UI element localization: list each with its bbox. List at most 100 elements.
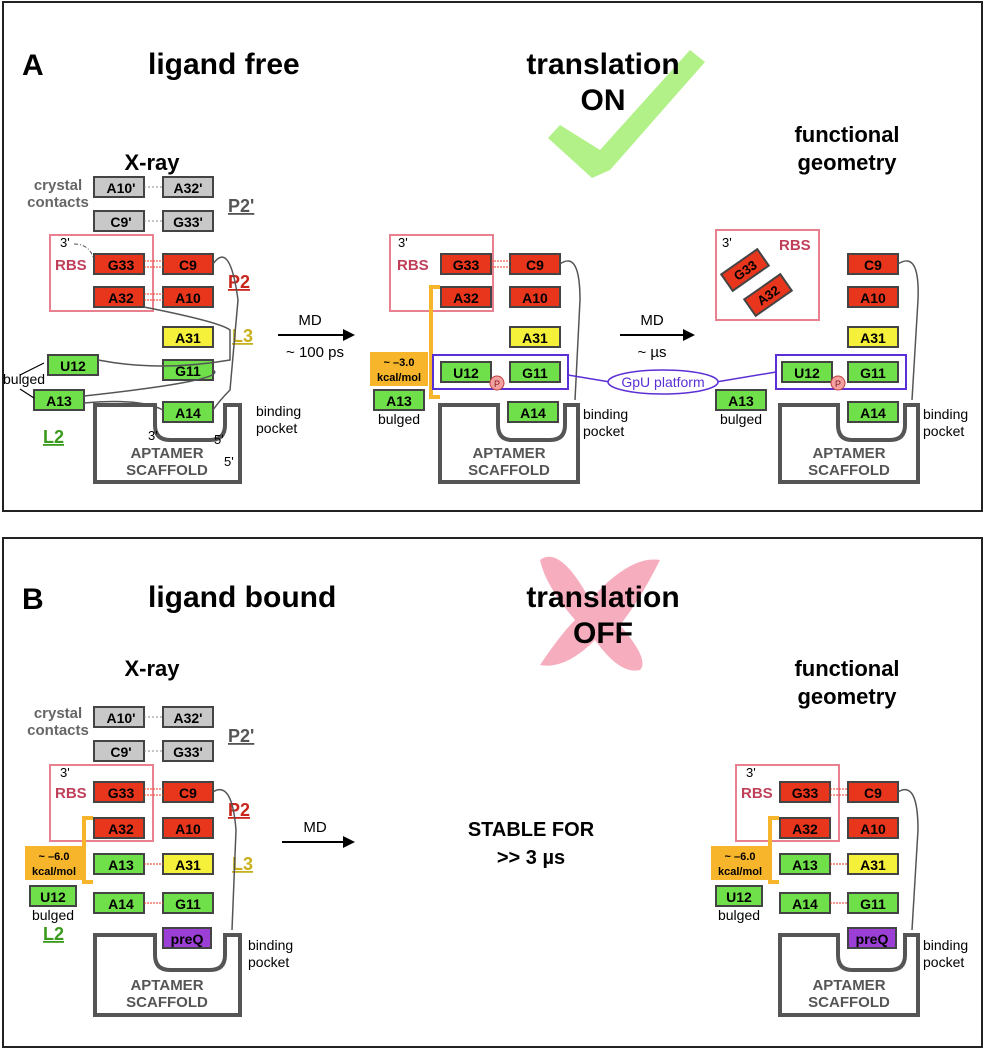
rbs-label-right: RBS bbox=[779, 237, 811, 254]
five-prime: 5' bbox=[214, 432, 224, 447]
nt-A10p: A10' bbox=[106, 180, 135, 196]
p2prime-label: P2' bbox=[228, 196, 254, 216]
gpu-platform-label: GpU platform bbox=[621, 374, 704, 390]
md-label-2: MD bbox=[640, 312, 663, 329]
nt-C9-right: C9 bbox=[864, 257, 882, 273]
nt-A13-mid: A13 bbox=[386, 393, 412, 409]
panel-b-state: OFF bbox=[573, 617, 633, 650]
nt-G11-b: G11 bbox=[175, 896, 201, 912]
rbs-label-b-right: RBS bbox=[741, 785, 773, 802]
energy-value-b: ~ –6.0 bbox=[39, 851, 70, 863]
nt-U12-mid: U12 bbox=[453, 365, 479, 381]
binding-mid: binding bbox=[583, 406, 628, 422]
nt-C9p: C9' bbox=[110, 214, 131, 230]
nt-U12-right: U12 bbox=[794, 365, 820, 381]
energy-unit: kcal/mol bbox=[377, 372, 421, 384]
energy-unit-b-right: kcal/mol bbox=[718, 866, 762, 878]
contacts-label: contacts bbox=[27, 194, 89, 211]
bulged-label-b: bulged bbox=[32, 907, 74, 923]
nt-A14-mid: A14 bbox=[520, 405, 546, 421]
nt-C9-b: C9 bbox=[179, 785, 197, 801]
nt-A32p: A32' bbox=[173, 180, 202, 196]
scaffold-label: SCAFFOLD bbox=[126, 462, 208, 479]
aptamer-b-right: APTAMER bbox=[812, 977, 885, 994]
panel-a-title: ligand free bbox=[148, 48, 300, 81]
panel-a: A ligand free translation ON X-ray funct… bbox=[2, 1, 983, 512]
md-time-label: ~ 100 ps bbox=[286, 344, 344, 361]
bulged-right: bulged bbox=[720, 411, 762, 427]
nt-U12-b-right: U12 bbox=[726, 889, 752, 905]
nt-G33-mid: G33 bbox=[453, 257, 480, 273]
three-prime-b: 3' bbox=[60, 765, 70, 780]
panel-b-frame bbox=[2, 537, 983, 1048]
rbs-label: RBS bbox=[55, 257, 87, 274]
cross-icon bbox=[540, 556, 660, 671]
md-label: MD bbox=[298, 312, 321, 329]
panel-b: B ligand bound translation OFF X-ray fun… bbox=[2, 537, 983, 1048]
geometry-label: geometry bbox=[797, 150, 897, 175]
nt-G33-b-right: G33 bbox=[792, 785, 819, 801]
pocket-label: pocket bbox=[256, 420, 297, 436]
panel-a-letter: A bbox=[22, 49, 44, 82]
nt-G33: G33 bbox=[108, 257, 135, 273]
phosphate-mid: P bbox=[494, 379, 500, 389]
nt-G11: G11 bbox=[175, 363, 201, 379]
aptamer-scaffold bbox=[93, 403, 242, 484]
p2-label: P2 bbox=[228, 272, 250, 292]
nt-G33p-b: G33' bbox=[173, 744, 203, 760]
rbs-box bbox=[49, 234, 154, 312]
pocket-b-right: pocket bbox=[923, 954, 964, 970]
energy-box bbox=[370, 352, 428, 386]
nt-C9p-b: C9' bbox=[110, 744, 131, 760]
functional-label: functional bbox=[794, 122, 899, 147]
binding-right: binding bbox=[923, 406, 968, 422]
nt-A13-b-right: A13 bbox=[792, 857, 818, 873]
rbs-label-mid: RBS bbox=[397, 257, 429, 274]
energy-box-b bbox=[25, 846, 83, 880]
binding-label: binding bbox=[256, 403, 301, 419]
nt-A14: A14 bbox=[175, 405, 201, 421]
nt-A31-b-right: A31 bbox=[860, 857, 886, 873]
panel-b-translation: translation bbox=[526, 581, 679, 614]
nt-preQ-b: preQ bbox=[171, 931, 204, 947]
nt-A10: A10 bbox=[175, 290, 201, 306]
bulged-label-b-right: bulged bbox=[718, 907, 760, 923]
nt-A32-b: A32 bbox=[108, 821, 134, 837]
nt-G11-b-right: G11 bbox=[860, 896, 886, 912]
nt-A10-b: A10 bbox=[175, 821, 201, 837]
binding-b: binding bbox=[248, 937, 293, 953]
l2-label-b: L2 bbox=[43, 924, 64, 944]
contacts-label-b: contacts bbox=[27, 722, 89, 739]
nt-A14-b-right: A14 bbox=[792, 896, 818, 912]
five-prime-2: 5' bbox=[224, 454, 234, 469]
nt-A13-b: A13 bbox=[108, 857, 134, 873]
nt-A31-mid: A31 bbox=[522, 330, 548, 346]
three-prime-mid: 3' bbox=[398, 235, 408, 250]
nt-G11-right: G11 bbox=[860, 365, 886, 381]
xray-label-b: X-ray bbox=[124, 656, 180, 681]
stable-label: STABLE FOR bbox=[468, 819, 595, 841]
three-prime-2: 3' bbox=[148, 428, 158, 443]
panel-b-title: ligand bound bbox=[148, 581, 336, 614]
p2prime-label-b: P2' bbox=[228, 726, 254, 746]
aptamer-b: APTAMER bbox=[130, 977, 203, 994]
nt-preQ-b-right: preQ bbox=[856, 931, 889, 947]
l3-label: L3 bbox=[232, 326, 253, 346]
scaffold-b: SCAFFOLD bbox=[126, 994, 208, 1011]
aptamer-label: APTAMER bbox=[130, 445, 203, 462]
energy-box-b-right bbox=[711, 846, 769, 880]
nt-A32-b-right: A32 bbox=[792, 821, 818, 837]
md-label-b: MD bbox=[303, 819, 326, 836]
nt-A14-b: A14 bbox=[108, 896, 134, 912]
nt-C9-mid: C9 bbox=[526, 257, 544, 273]
nt-A13-right: A13 bbox=[728, 393, 754, 409]
three-prime-b-right: 3' bbox=[746, 765, 756, 780]
aptamer-right: APTAMER bbox=[812, 445, 885, 462]
md-time-label-2: ~ µs bbox=[637, 344, 666, 361]
nt-U12-b: U12 bbox=[40, 889, 66, 905]
pocket-mid: pocket bbox=[583, 423, 624, 439]
nt-G33p: G33' bbox=[173, 214, 203, 230]
scaffold-right: SCAFFOLD bbox=[808, 462, 890, 479]
nt-A31: A31 bbox=[175, 330, 201, 346]
